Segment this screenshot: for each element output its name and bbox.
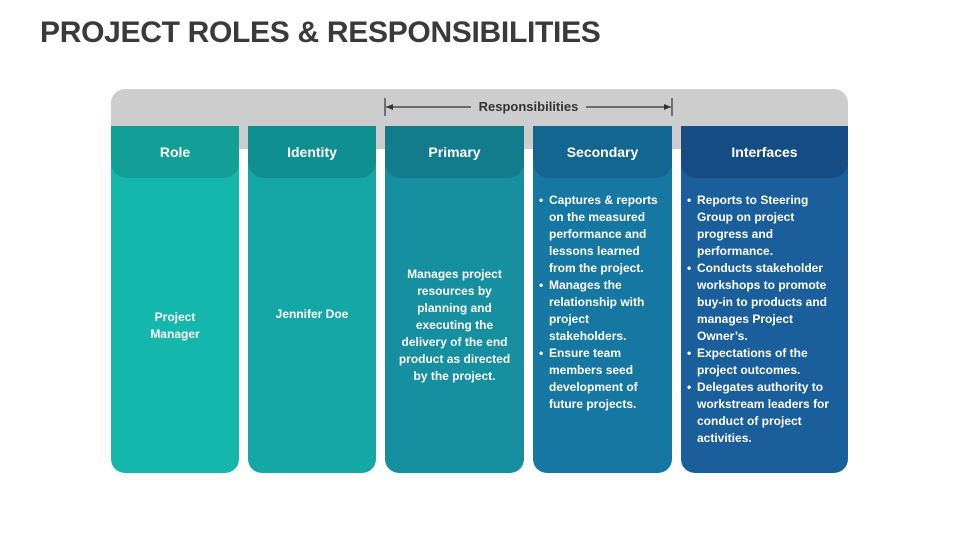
column-role: Role Project Manager (111, 126, 239, 473)
bullet-item: Ensure team members seed development of … (539, 345, 662, 413)
column-header-label: Role (159, 144, 191, 160)
interfaces-bullet-list: Reports to Steering Group on project pro… (681, 192, 848, 447)
bullet-item: Delegates authority to workstream leader… (687, 379, 838, 447)
secondary-bullet-list: Captures & reports on the measured perfo… (533, 192, 672, 413)
bullet-item: Captures & reports on the measured perfo… (539, 192, 662, 277)
bullet-item: Conducts stakeholder workshops to promot… (687, 260, 838, 345)
role-value: Project Manager (150, 309, 200, 341)
column-header-label: Secondary (566, 144, 639, 160)
primary-text: Manages project resources by planning an… (398, 267, 511, 383)
column-interfaces-header: Interfaces (681, 126, 848, 178)
bullet-item: Manages the relationship with project st… (539, 277, 662, 345)
column-identity: Identity Jennifer Doe (248, 126, 376, 473)
column-identity-header: Identity (248, 126, 376, 178)
column-header-label: Interfaces (731, 144, 798, 160)
page-title: PROJECT ROLES & RESPONSIBILITIES (40, 16, 601, 49)
column-role-header: Role (111, 126, 239, 178)
column-interfaces: Interfaces Reports to Steering Group on … (681, 126, 848, 473)
column-secondary-header: Secondary (533, 126, 672, 178)
responsibilities-label: Responsibilities (470, 99, 587, 114)
column-primary: Primary Manages project resources by pla… (385, 126, 524, 473)
column-header-label: Identity (287, 144, 337, 160)
identity-value: Jennifer Doe (275, 307, 349, 321)
column-secondary: Secondary Captures & reports on the meas… (533, 126, 672, 473)
bullet-item: Reports to Steering Group on project pro… (687, 192, 838, 260)
bullet-item: Expectations of the project outcomes. (687, 345, 838, 379)
column-primary-header: Primary (385, 126, 524, 178)
column-header-label: Primary (428, 144, 481, 160)
